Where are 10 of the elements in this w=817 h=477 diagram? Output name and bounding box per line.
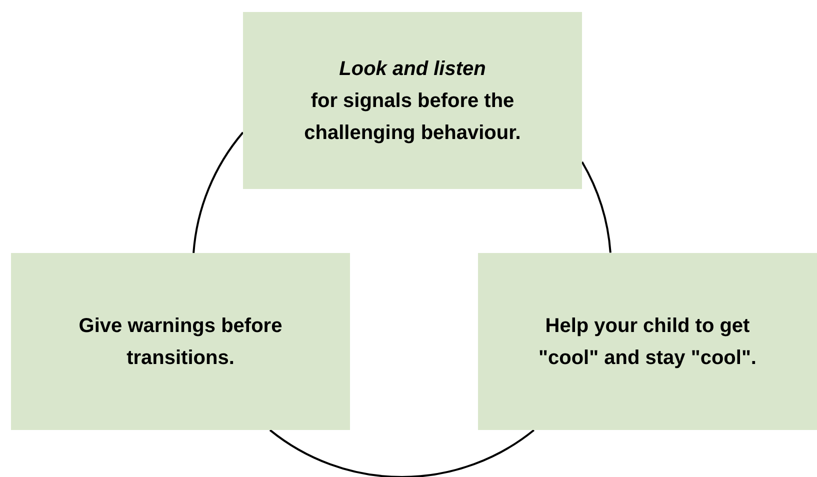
step-text: Look and listen: [339, 56, 486, 82]
cycle-arc: [581, 161, 612, 253]
step-text: Give warnings before transitions.: [78, 314, 284, 370]
step-text: Help your child to get "cool" and stay "cool".: [538, 314, 758, 370]
step-box: [478, 253, 817, 430]
step-box: [243, 12, 582, 189]
cycle-arc: [192, 132, 244, 254]
cycle-arc: [269, 429, 534, 477]
step-box: [11, 253, 350, 430]
step-text: for signals before the challenging behaviour.: [303, 88, 522, 146]
